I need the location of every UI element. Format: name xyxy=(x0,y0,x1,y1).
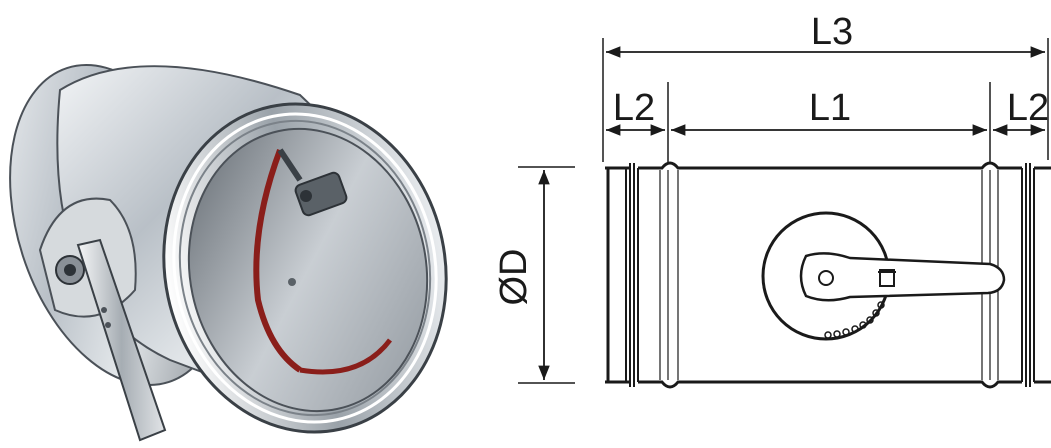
hand-lever xyxy=(38,197,167,442)
lever-mechanism xyxy=(761,211,1006,341)
damper-photo xyxy=(9,64,448,442)
lever-arm xyxy=(799,252,1006,302)
damper-outline xyxy=(605,161,1051,389)
l2-left-label: L2 xyxy=(613,87,655,129)
diameter-label: ØD xyxy=(493,249,535,306)
l2-right-label: L2 xyxy=(1007,87,1049,129)
gasket xyxy=(253,148,392,375)
lever-pivot xyxy=(818,270,834,286)
locking-nut xyxy=(879,269,895,287)
l1-label: L1 xyxy=(809,87,851,129)
position-holes xyxy=(824,301,885,339)
damper-blade-clip xyxy=(277,148,348,286)
l3-label: L3 xyxy=(811,11,853,53)
extension-lines xyxy=(518,38,1049,384)
dimension-lines xyxy=(538,46,1045,380)
